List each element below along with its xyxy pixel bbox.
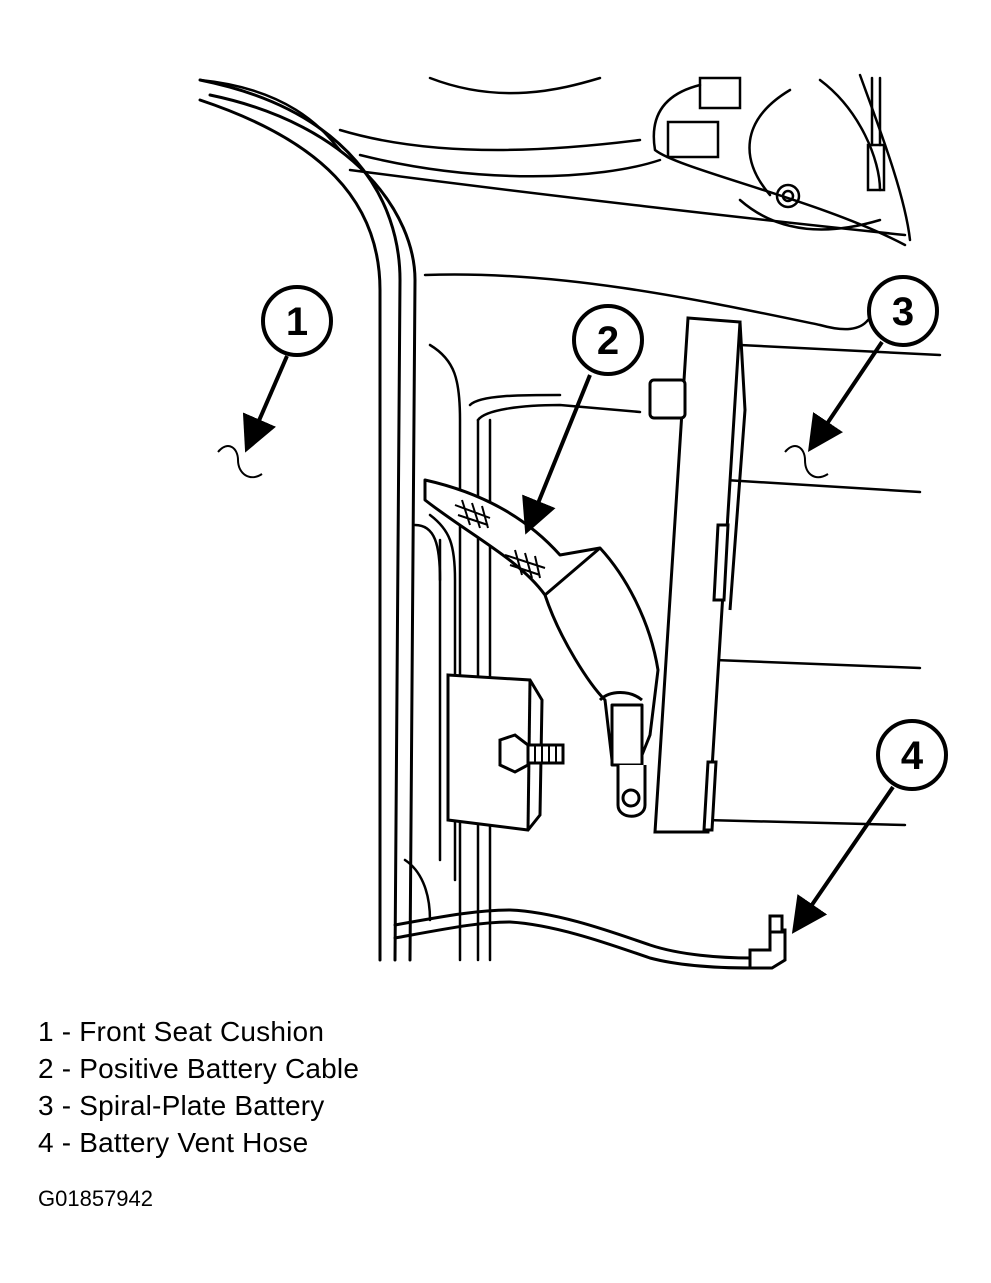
- legend-item-2: 2 - Positive Battery Cable: [38, 1053, 360, 1084]
- spiral-plate-battery: [648, 316, 747, 834]
- callout-3-number: 3: [892, 290, 914, 334]
- callout-1: 1: [217, 285, 333, 479]
- battery-vent-hose: [393, 908, 787, 970]
- figure-id: G01857942: [38, 1186, 153, 1211]
- battery-location-diagram: 1 2 3 4: [198, 73, 948, 970]
- front-seat-cushion: [198, 78, 417, 962]
- hold-down-bracket: [446, 673, 565, 832]
- battery-tray: [403, 273, 942, 962]
- positive-battery-cable: [423, 478, 660, 818]
- legend-item-4: 4 - Battery Vent Hose: [38, 1127, 309, 1158]
- legend-item-3: 3 - Spiral-Plate Battery: [38, 1090, 325, 1121]
- callout-4: 4: [791, 719, 948, 934]
- callout-2: 2: [522, 304, 644, 535]
- upper-structure: [198, 73, 912, 247]
- callout-1-number: 1: [286, 300, 308, 344]
- callout-3: 3: [784, 275, 939, 479]
- legend: 1 - Front Seat Cushion 2 - Positive Batt…: [38, 1013, 359, 1161]
- legend-item-1: 1 - Front Seat Cushion: [38, 1016, 325, 1047]
- callout-4-number: 4: [901, 734, 924, 778]
- callout-2-number: 2: [597, 319, 619, 363]
